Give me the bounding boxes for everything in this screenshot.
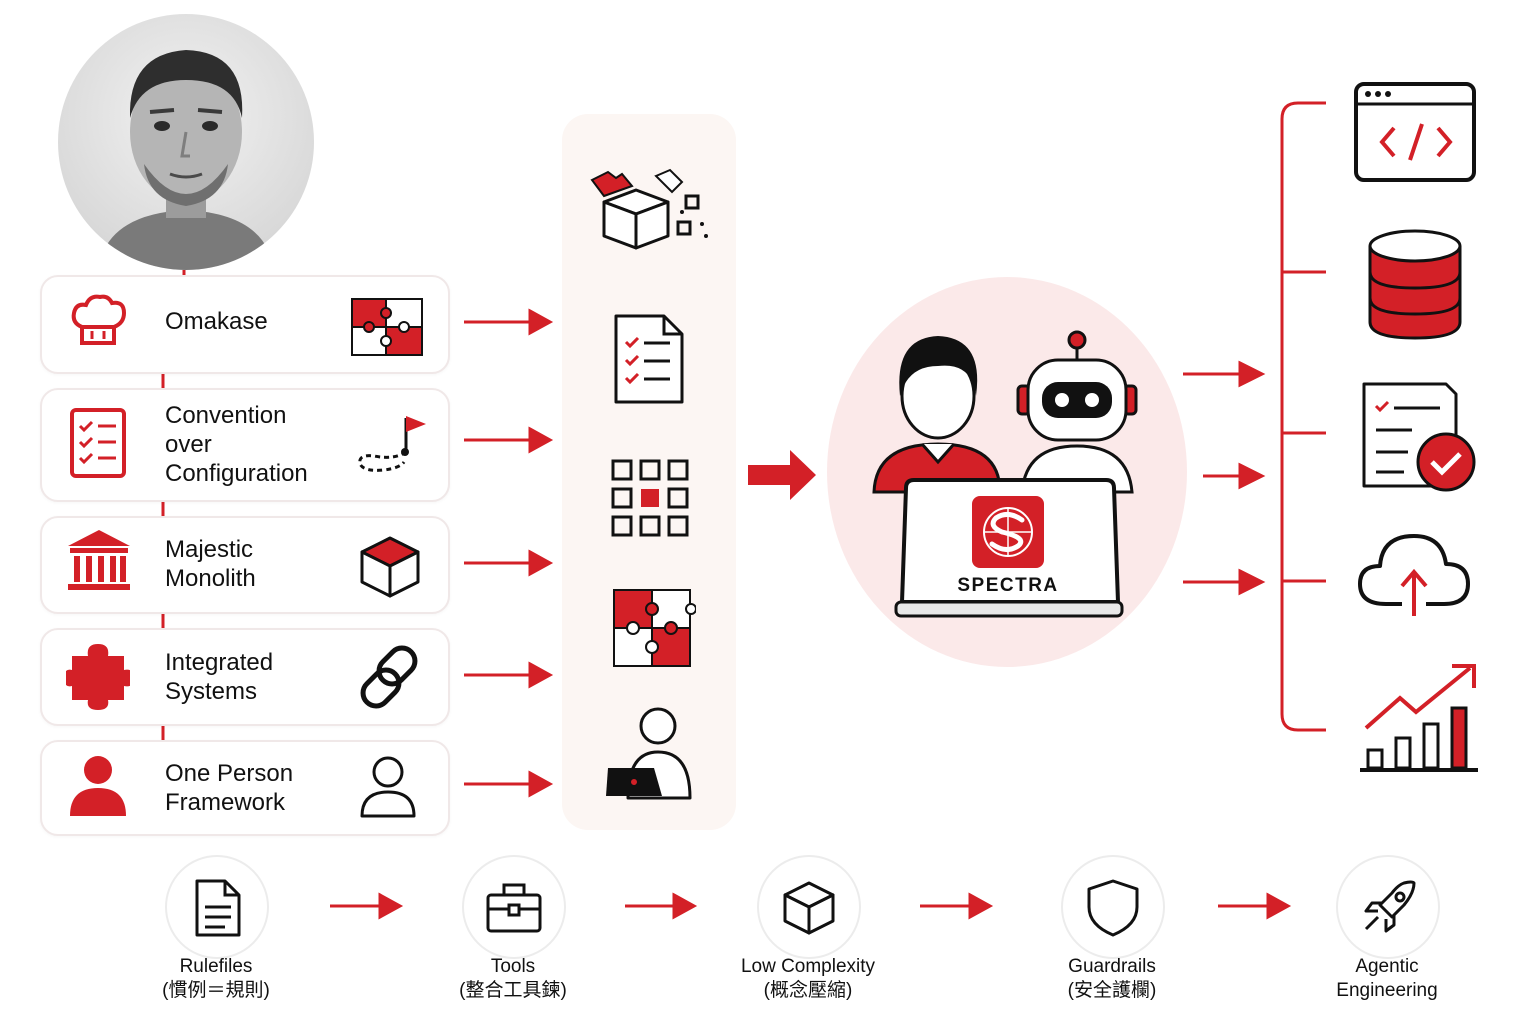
step-label-low-complexity: Low Complexity (概念壓縮) (708, 955, 908, 1003)
arrow-head (528, 770, 554, 798)
cube-icon (358, 534, 422, 600)
puzzle-icon (350, 293, 428, 359)
shield-icon (1087, 879, 1139, 937)
arrow-head (968, 892, 994, 920)
step-tools[interactable] (462, 855, 566, 959)
avatar (58, 14, 314, 270)
step-title: Rulefiles (179, 956, 253, 977)
step-subtitle: Engineering (1336, 980, 1438, 1001)
person-outline-icon (356, 754, 420, 820)
principle-label: Convention over Configuration (165, 402, 308, 487)
principle-label: Integrated Systems (165, 649, 274, 705)
flag-path-icon (354, 410, 432, 476)
step-subtitle: (安全護欄) (1067, 980, 1157, 1001)
step-label-rulefiles: Rulefiles (慣例＝規則) (116, 955, 316, 1003)
spectra-brand-label: SPECTRA (957, 575, 1059, 596)
big-arrow (748, 450, 816, 500)
step-title: Agentic (1355, 956, 1419, 977)
arrow-head (672, 892, 698, 920)
database-icon (1366, 228, 1464, 342)
step-label-guardrails: Guardrails (安全護欄) (1012, 955, 1212, 1003)
step-low-complexity[interactable] (757, 855, 861, 959)
principle-card-convention[interactable]: Convention over Configuration (40, 388, 450, 502)
principle-card-one-person[interactable]: One Person Framework (40, 740, 450, 836)
principle-label: One Person Framework (165, 760, 294, 816)
output-bracket (1280, 101, 1326, 732)
chef-hat-icon (66, 291, 130, 355)
checklist-icon (66, 406, 130, 480)
principle-label: Majestic Monolith (165, 536, 256, 592)
arrow-head (528, 661, 554, 689)
developer-icon (872, 332, 1004, 496)
step-subtitle: (整合工具鍊) (459, 980, 567, 1001)
arrow-head (1238, 462, 1266, 490)
chain-link-icon (356, 644, 422, 710)
person-icon (66, 754, 130, 818)
step-guardrails[interactable] (1061, 855, 1165, 959)
principle-label: Omakase (165, 308, 268, 335)
grid-icon (611, 459, 689, 537)
puzzle-icon (612, 588, 696, 670)
arrow-head (528, 549, 554, 577)
checklist-document-icon (612, 312, 686, 406)
cube-icon (783, 881, 835, 935)
document-icon (195, 879, 241, 937)
open-box-puzzle-icon (586, 166, 718, 252)
step-title: Guardrails (1068, 956, 1156, 977)
arrow-head (378, 892, 404, 920)
code-window-icon (1354, 82, 1478, 184)
arrow-head (1266, 892, 1292, 920)
robot-icon (1014, 330, 1140, 496)
rocket-icon (1364, 880, 1416, 933)
checklist-approved-icon (1360, 380, 1480, 494)
growth-chart-icon (1358, 662, 1480, 774)
step-title: Tools (490, 956, 536, 977)
classical-building-icon (66, 528, 132, 592)
principle-card-integrated[interactable]: Integrated Systems (40, 628, 450, 726)
principle-card-omakase[interactable]: Omakase (40, 275, 450, 374)
arrow-head (1238, 568, 1266, 596)
step-label-tools: Tools (整合工具鍊) (413, 955, 613, 1003)
spectra-logo-icon (972, 496, 1044, 568)
step-rulefiles[interactable] (165, 855, 269, 959)
step-title: Low Complexity (740, 956, 876, 977)
toolbox-icon (486, 883, 542, 933)
step-subtitle: (概念壓縮) (763, 980, 853, 1001)
portrait-icon (98, 50, 274, 270)
arrow-head (1238, 360, 1266, 388)
arrow-head (528, 308, 554, 336)
step-agentic-engineering[interactable] (1336, 855, 1440, 959)
step-subtitle: (慣例＝規則) (162, 980, 270, 1001)
puzzle-piece-icon (66, 640, 130, 712)
arrow-head (528, 426, 554, 454)
principle-card-monolith[interactable]: Majestic Monolith (40, 516, 450, 614)
person-laptop-icon (604, 706, 696, 804)
cloud-upload-icon (1356, 532, 1472, 618)
step-label-agentic-engineering: Agentic Engineering (1287, 955, 1487, 1003)
